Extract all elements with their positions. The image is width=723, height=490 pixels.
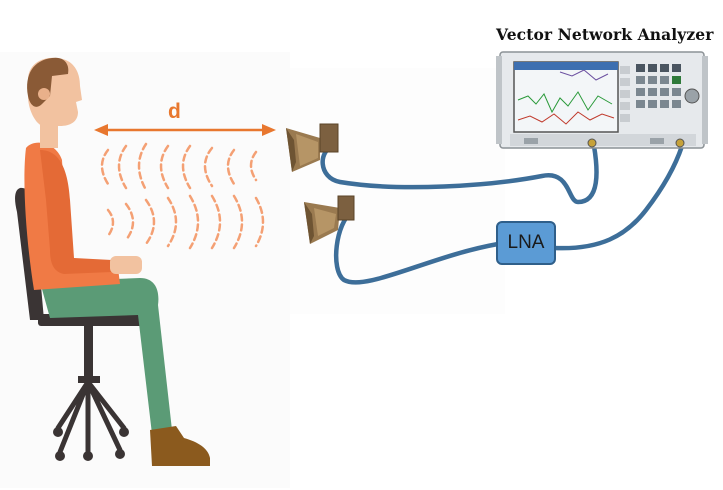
cable-rx-to-lna	[333, 209, 501, 285]
vna-title: Vector Network Analyzer	[496, 25, 714, 44]
vector-network-analyzer-icon	[496, 51, 708, 149]
lna-block: LNA	[496, 221, 556, 265]
rf-cable-icon	[320, 143, 685, 285]
horn-antenna-icon	[286, 123, 355, 244]
person-icon	[24, 57, 210, 466]
outgoing-waves	[106, 194, 265, 250]
cable-lna-to-vna	[551, 143, 685, 251]
rx-horn-antenna	[304, 195, 355, 244]
lna-label: LNA	[507, 232, 545, 253]
background-panel-center	[290, 68, 505, 314]
tx-horn-antenna	[286, 123, 339, 172]
distance-arrow	[94, 124, 276, 136]
cable-tx-to-vna	[320, 143, 599, 205]
incoming-waves	[100, 142, 258, 192]
distance-label: d	[168, 100, 181, 123]
